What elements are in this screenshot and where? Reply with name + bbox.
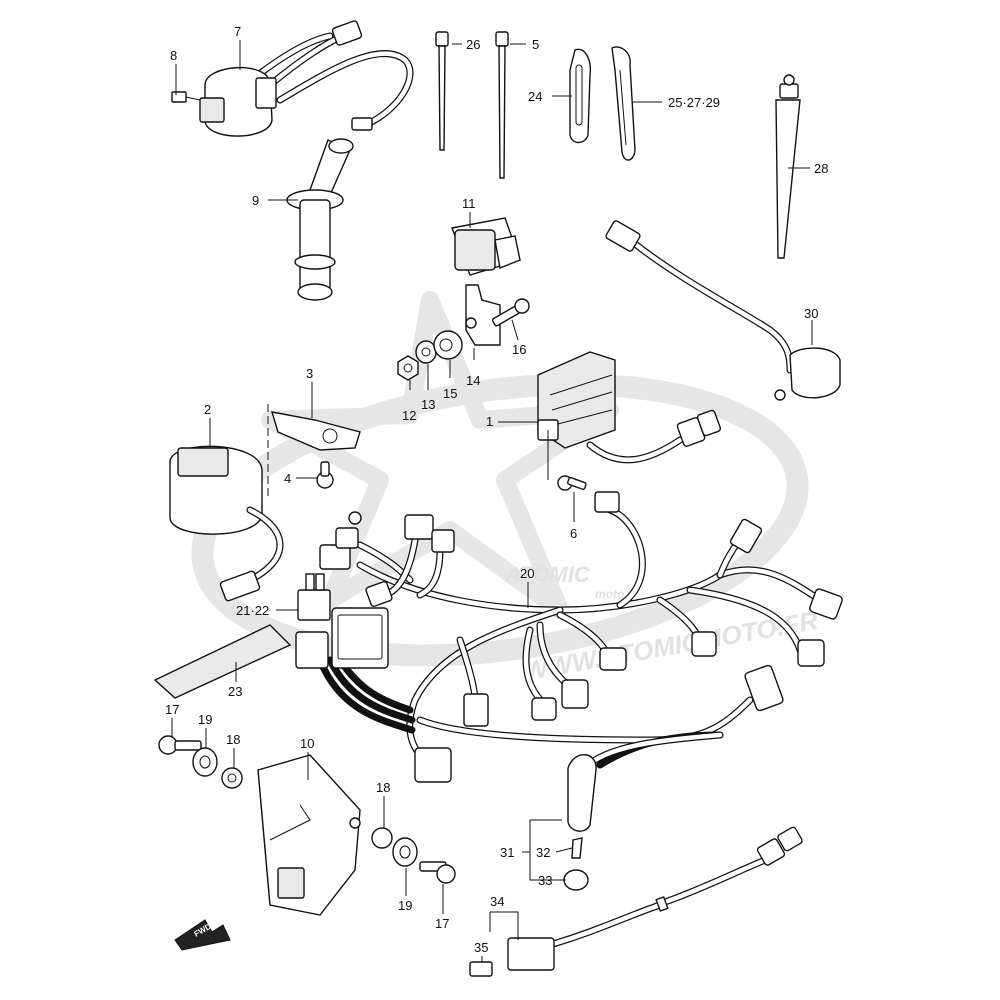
callout-12: 12 [402, 408, 416, 423]
part-11-relay [451, 217, 521, 276]
callout-16: 16 [512, 342, 526, 357]
part-17-bolt-upper [158, 735, 202, 755]
callout-6: 6 [570, 526, 577, 541]
callout-17-lower: 17 [435, 916, 449, 931]
watermark-sub: moto [595, 587, 624, 601]
part-6-bolt [557, 475, 587, 491]
callout-28: 28 [814, 161, 828, 176]
callout-13: 13 [421, 397, 435, 412]
part-13-washer [415, 340, 437, 364]
watermark-brand: ATOMIC [504, 562, 591, 587]
part-21-22-relays [297, 573, 331, 621]
part-5-cable-tie [495, 31, 509, 179]
callout-14: 14 [466, 373, 480, 388]
part-16-bolt [491, 298, 530, 327]
callout-31: 31 [500, 845, 514, 860]
part-10-ecm [257, 754, 361, 916]
part-9-spark-plug-cap [286, 138, 354, 301]
callout-3: 3 [306, 366, 313, 381]
part-23-tape [153, 624, 292, 699]
part-2-condenser [169, 445, 284, 602]
callout-9: 9 [252, 193, 259, 208]
callout-15: 15 [443, 386, 457, 401]
callout-35: 35 [474, 940, 488, 955]
part-18-collar-lower [371, 827, 393, 849]
callout-20: 20 [520, 566, 534, 581]
part-12-nut [397, 355, 419, 381]
part-25-27-29-clamp [611, 46, 636, 161]
part-35-fuse [469, 961, 493, 977]
callout-24: 24 [528, 89, 542, 104]
callout-18-lower: 18 [376, 780, 390, 795]
callout-10: 10 [300, 736, 314, 751]
part-7-ignition-coil [171, 20, 414, 137]
part-14-bracket [465, 284, 501, 346]
leader-lines [171, 40, 813, 962]
callout-5: 5 [532, 37, 539, 52]
callout-19-upper: 19 [198, 712, 212, 727]
callout-19-lower: 19 [398, 898, 412, 913]
part-20-main-wiring-harness [319, 491, 843, 783]
part-19-grommet-upper [192, 747, 218, 777]
callout-30: 30 [804, 306, 818, 321]
callout-7: 7 [234, 24, 241, 39]
callout-18-upper: 18 [226, 732, 240, 747]
callout-17-upper: 17 [165, 702, 179, 717]
part-33-grommet [563, 869, 589, 891]
part-26-cable-tie [435, 31, 449, 151]
callout-21-22: 21·22 [236, 603, 269, 618]
callout-23: 23 [228, 684, 242, 699]
callout-34: 34 [490, 894, 504, 909]
callout-33: 33 [538, 873, 552, 888]
callout-25-27-29: 25·27·29 [668, 95, 720, 110]
part-1-regulator-rectifier [537, 351, 722, 464]
callout-numbers: 7 8 9 26 5 24 25·27·29 28 11 30 16 14 12… [165, 24, 828, 955]
part-17-bolt-lower [419, 861, 456, 884]
callout-8: 8 [170, 48, 177, 63]
part-31-sensor-assembly [567, 731, 724, 832]
part-15-grommet [433, 330, 463, 360]
ecu-connector [295, 607, 416, 734]
callout-4: 4 [284, 471, 291, 486]
part-18-collar-upper [221, 767, 243, 789]
callout-2: 2 [204, 402, 211, 417]
part-32-clip [571, 837, 583, 859]
callout-1: 1 [486, 414, 493, 429]
part-19-grommet-lower [392, 837, 418, 867]
part-4-bolt [316, 461, 334, 489]
callout-26: 26 [466, 37, 480, 52]
callout-11: 11 [462, 196, 476, 211]
part-24-clamp [569, 48, 592, 144]
part-3-bracket [270, 411, 361, 451]
part-30-sensor [605, 220, 841, 401]
part-34-sub-harness [507, 826, 803, 971]
callout-32: 32 [536, 845, 550, 860]
part-28-cable-tie [775, 74, 801, 259]
fwd-arrow-icon: FWD [174, 919, 231, 951]
